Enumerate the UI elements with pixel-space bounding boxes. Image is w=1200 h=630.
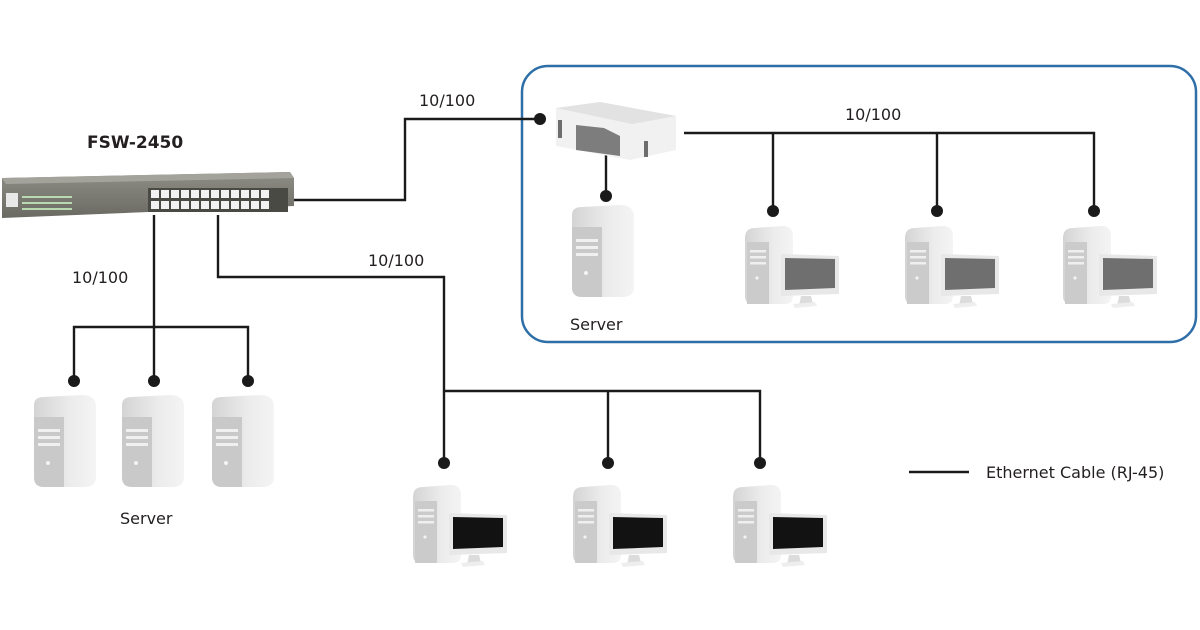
subnet-switch [556, 102, 676, 160]
brand-logo-icon [6, 193, 18, 207]
connector-dot [534, 113, 546, 125]
connector-dot [754, 457, 766, 469]
connector-dot [148, 375, 160, 387]
connector-dot [600, 190, 612, 202]
connector-dot [931, 205, 943, 217]
subnet-workstation-icon [1063, 226, 1157, 308]
cables [72, 117, 1096, 462]
workstation-icon [573, 485, 667, 567]
server-icon [122, 395, 184, 487]
cable-subnet-bus [684, 131, 1096, 210]
cable-uplink [294, 117, 540, 202]
subnet-workstation-icon [905, 226, 999, 308]
cable-workstations-bus [444, 389, 762, 462]
server-icon [212, 395, 274, 487]
cable-servers-bus [72, 325, 250, 380]
connector-dots [68, 113, 1100, 469]
legend: Ethernet Cable (RJ-45) [909, 463, 1164, 482]
connector-dot [602, 457, 614, 469]
speed-label-subnet: 10/100 [845, 105, 901, 124]
connector-dot [242, 375, 254, 387]
server-icon [34, 395, 96, 487]
workstation-icon [733, 485, 827, 567]
subnet-server-label: Server [570, 315, 623, 334]
legend-label: Ethernet Cable (RJ-45) [986, 463, 1164, 482]
connector-dot [438, 457, 450, 469]
cable-workstations-trunk [216, 215, 446, 462]
subnet-workstation-icon [745, 226, 839, 308]
ethernet-ports-icon [148, 188, 288, 212]
connector-dot [1088, 205, 1100, 217]
speed-label-workstations: 10/100 [368, 251, 424, 270]
server-group-label: Server [120, 509, 173, 528]
connector-dot [68, 375, 80, 387]
speed-label-servers: 10/100 [72, 268, 128, 287]
workstation-icon [413, 485, 507, 567]
subnet-group-border [520, 64, 1198, 344]
switch-label: FSW-2450 [87, 133, 183, 153]
subnet-server-icon [572, 205, 634, 297]
status-leds-icon [22, 196, 72, 210]
speed-label-uplink: 10/100 [419, 91, 475, 110]
switch-fsw-2450 [2, 172, 294, 218]
connector-dot [767, 205, 779, 217]
